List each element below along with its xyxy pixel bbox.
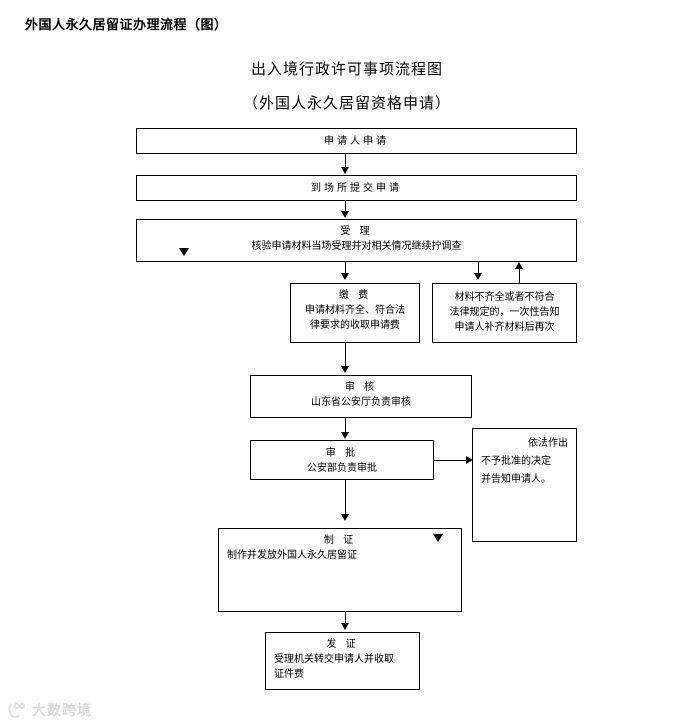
node-submit-application-label: 到场所提交申请 [311,183,402,194]
arrow-fee-to-review [341,366,349,373]
arrow-approve-to-produce [341,514,349,521]
node-fee-payment-header: 缴 费 [338,290,372,301]
connector-applicant-to-submit [345,154,346,168]
chart-title: 出入境行政许可事项流程图 [250,60,443,78]
node-incomplete-materials: 材料不齐全或者不符合 法律规定的，一次性告知 申请人补齐材料后再次 [432,283,577,343]
node-fee-payment: 缴 费 申请材料齐全、符合法 律要求的收取申请费 [290,283,420,343]
node-certificate-production-line1: 制作并发放外国人永久居留证 [227,550,357,561]
connector-review-to-approve [345,418,346,433]
node-reject-decision-line2: 不予批准的决定 [481,456,551,467]
arrow-produce-to-issue [341,623,349,630]
node-approval: 审 批 公安部负责审批 [250,440,434,480]
node-certificate-issuance-line1: 受理机关转交申请人并收取 [274,654,394,665]
node-acceptance-header: 受 理 [340,226,373,237]
node-approval-line1: 公安部负责审批 [307,463,377,474]
connector-submit-to-accept [345,201,346,212]
arrow-submit-to-accept [341,211,349,218]
marker-certificate-production-triangle-icon [433,534,443,542]
node-approval-header: 审 批 [325,448,359,459]
node-certificate-production: 制 证 制作并发放外国人永久居留证 [218,528,462,612]
arrow-applicant-to-submit [341,167,349,174]
node-fee-payment-line2: 律要求的收取申请费 [310,320,400,331]
arrow-accept-to-incomplete [474,273,482,280]
connector-accept-to-incomplete [478,262,479,274]
watermark-text: 大数跨境 [32,703,92,719]
page-title: 外国人永久居留证办理流程（图） [25,18,228,33]
node-incomplete-materials-line2: 法律规定的，一次性告知 [449,307,560,318]
node-review: 审 核 山东省公安厅负责审核 [250,375,472,418]
node-certificate-issuance-header: 发 证 [326,639,359,650]
watermark: 大数跨境 [8,700,92,720]
node-applicant-application-label: 申请人申请 [324,136,389,147]
marker-acceptance-left-triangle-icon [179,248,189,256]
node-certificate-production-header: 制 证 [323,535,357,546]
node-certificate-issuance-line2: 证件费 [274,669,304,680]
connector-produce-to-issue [345,612,346,624]
node-fee-payment-line1: 申请材料齐全、符合法 [305,305,405,316]
arrow-incomplete-to-accept [515,262,523,269]
chart-subtitle: （外国人永久居留资格申请） [242,94,451,112]
node-reject-decision: 依法作出 不予批准的决定 并告知申请人。 [472,428,577,542]
node-review-line1: 山东省公安厅负责审核 [311,397,411,408]
connector-accept-to-fee [345,262,346,274]
node-submit-application: 到场所提交申请 [136,175,577,201]
node-reject-decision-line3: 并告知申请人。 [481,474,551,485]
arrow-accept-to-fee [341,273,349,280]
connector-fee-to-review [345,343,346,366]
connector-approve-to-produce [345,480,346,514]
node-acceptance-line1: 核验申请材料当场受理并对相关情况继续拧调查 [251,241,462,252]
node-certificate-issuance: 发 证 受理机关转交申请人并收取 证件费 [265,632,420,690]
watermark-logo-icon [8,701,28,719]
arrow-review-to-approve [341,432,349,439]
node-reject-decision-line1: 依法作出 [528,438,568,449]
arrow-approve-to-reject [466,456,473,464]
node-review-header: 审 核 [344,382,378,393]
node-incomplete-materials-line1: 材料不齐全或者不符合 [454,292,555,303]
node-acceptance: 受 理 核验申请材料当场受理并对相关情况继续拧调查 [136,219,577,262]
connector-approve-to-reject [434,460,467,461]
node-incomplete-materials-line3: 申请人补齐材料后再次 [454,322,555,333]
node-applicant-application: 申请人申请 [136,128,577,154]
